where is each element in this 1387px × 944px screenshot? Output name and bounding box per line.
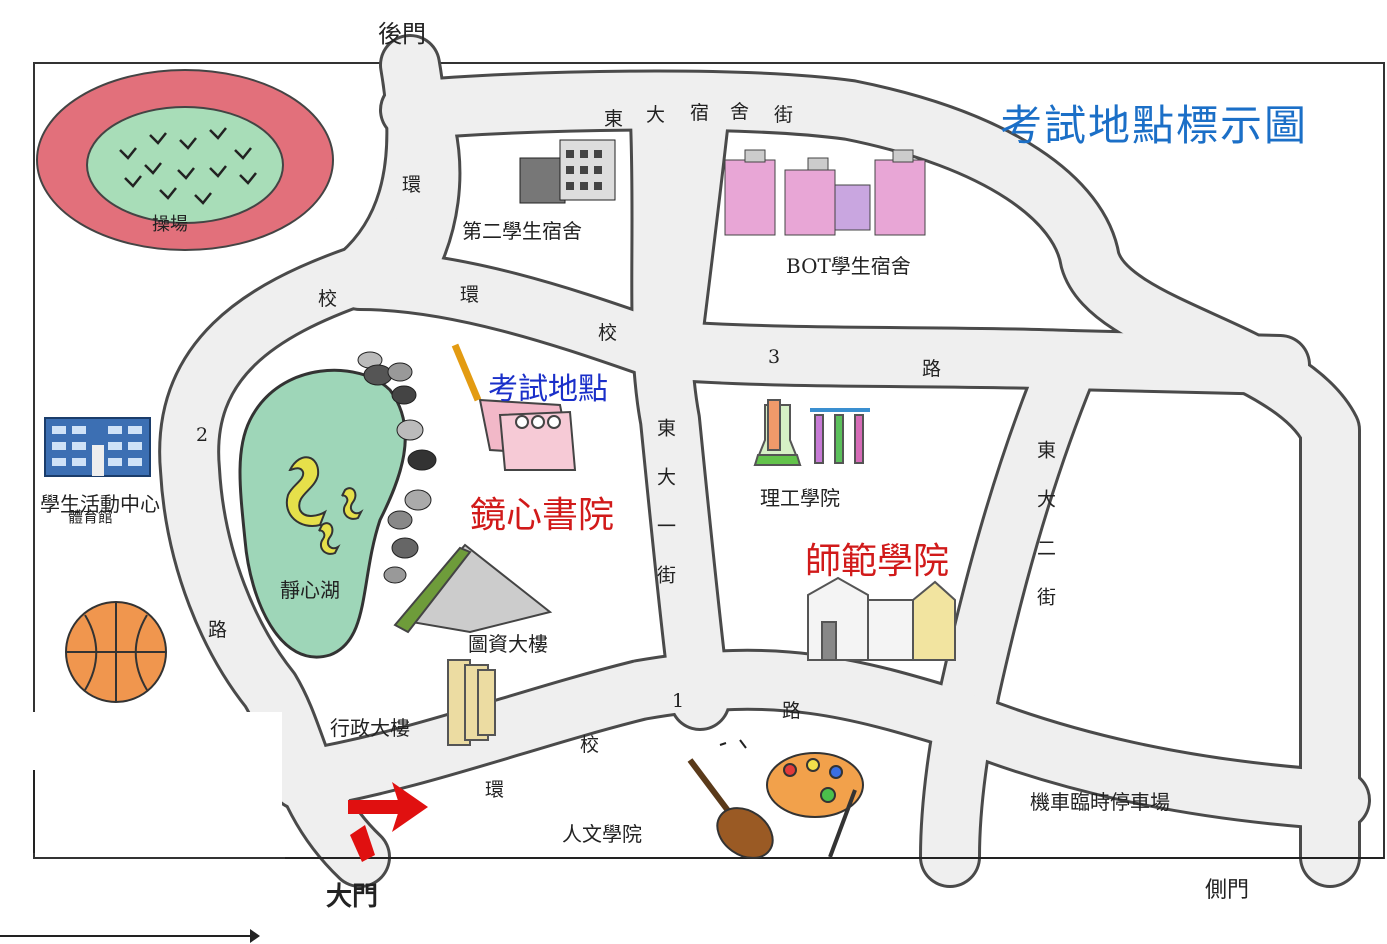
palette-icon bbox=[766, 752, 864, 858]
basketball-icon bbox=[65, 601, 167, 703]
dongda-1st-street-label: 東大一街 bbox=[654, 418, 676, 614]
entrance-arrow-icon bbox=[348, 782, 428, 862]
dorm-street-char-2: 大 bbox=[646, 104, 666, 126]
playground-icon bbox=[36, 69, 334, 251]
library-building-icon bbox=[393, 543, 553, 634]
ring-road-upper-char: 環 bbox=[402, 174, 422, 196]
dorm-street-char-1: 東 bbox=[604, 108, 624, 130]
dorm-street-char-3: 宿 bbox=[690, 102, 710, 124]
exam-site-book-icon bbox=[451, 343, 577, 471]
ring-road-3-char-c: 校 bbox=[598, 322, 618, 344]
dorm-2-building-icon bbox=[519, 139, 616, 204]
lake-icon bbox=[238, 351, 437, 659]
ring-road-1-number: 1 bbox=[672, 690, 685, 712]
bottom-arrow-head bbox=[250, 929, 260, 943]
education-college-label[interactable]: 師範學院 bbox=[805, 541, 950, 582]
ring-road-3-number: 3 bbox=[768, 346, 781, 368]
dongda-2nd-street-label: 東大二街 bbox=[1034, 440, 1056, 636]
student-center-label: 學生活動中心 bbox=[40, 492, 160, 516]
dorm-2-label: 第二學生宿舍 bbox=[462, 219, 582, 243]
bot-dorm-building-icon bbox=[724, 149, 926, 236]
side-gate-label[interactable]: 側門 bbox=[1205, 878, 1250, 903]
ring-road-2-number: 2 bbox=[196, 424, 209, 446]
main-gate-label[interactable]: 大門 bbox=[326, 882, 379, 912]
humanities-label: 人文學院 bbox=[562, 822, 642, 846]
ring-road-1-road: 路 bbox=[782, 700, 802, 722]
ring-road-1-char-b: 環 bbox=[485, 779, 505, 801]
ring-road-3-char-b: 環 bbox=[460, 284, 480, 306]
north-arrow-line bbox=[33, 770, 35, 853]
library-label: 圖資大樓 bbox=[468, 632, 548, 656]
ring-road-3-char-a: 校 bbox=[318, 288, 338, 310]
map-title: 考試地點標示圖 bbox=[1000, 101, 1309, 150]
student-center-building-icon bbox=[44, 417, 151, 477]
exam-site-label[interactable]: 考試地點 bbox=[488, 372, 608, 407]
jingxin-college-label[interactable]: 鏡心書院 bbox=[470, 495, 615, 536]
science-lab-icon bbox=[753, 399, 870, 466]
ring-road-1-char-a: 校 bbox=[580, 734, 600, 756]
lake-label: 靜心湖 bbox=[280, 578, 340, 602]
violin-icon bbox=[687, 739, 774, 859]
dorm-street-char-5: 街 bbox=[774, 104, 794, 126]
back-gate-label[interactable]: 後門 bbox=[378, 20, 426, 48]
ring-road-2-road: 路 bbox=[208, 619, 228, 641]
blank-overlay bbox=[30, 712, 282, 775]
science-eng-label: 理工學院 bbox=[760, 486, 840, 510]
bottom-arrow-line bbox=[0, 935, 255, 937]
blank-overlay-lower bbox=[36, 775, 282, 855]
education-building-icon bbox=[807, 576, 956, 661]
gym-label: 體育館 bbox=[68, 508, 114, 526]
bot-dorm-label: BOT學生宿舍 bbox=[786, 254, 911, 278]
dorm-street-char-4: 舍 bbox=[730, 101, 750, 123]
admin-building-icon bbox=[447, 659, 496, 746]
playground-label: 操場 bbox=[152, 214, 188, 235]
ring-road-3-road: 路 bbox=[922, 358, 942, 380]
moto-parking-label: 機車臨時停車場 bbox=[1030, 790, 1170, 814]
admin-label: 行政大樓 bbox=[330, 716, 410, 740]
